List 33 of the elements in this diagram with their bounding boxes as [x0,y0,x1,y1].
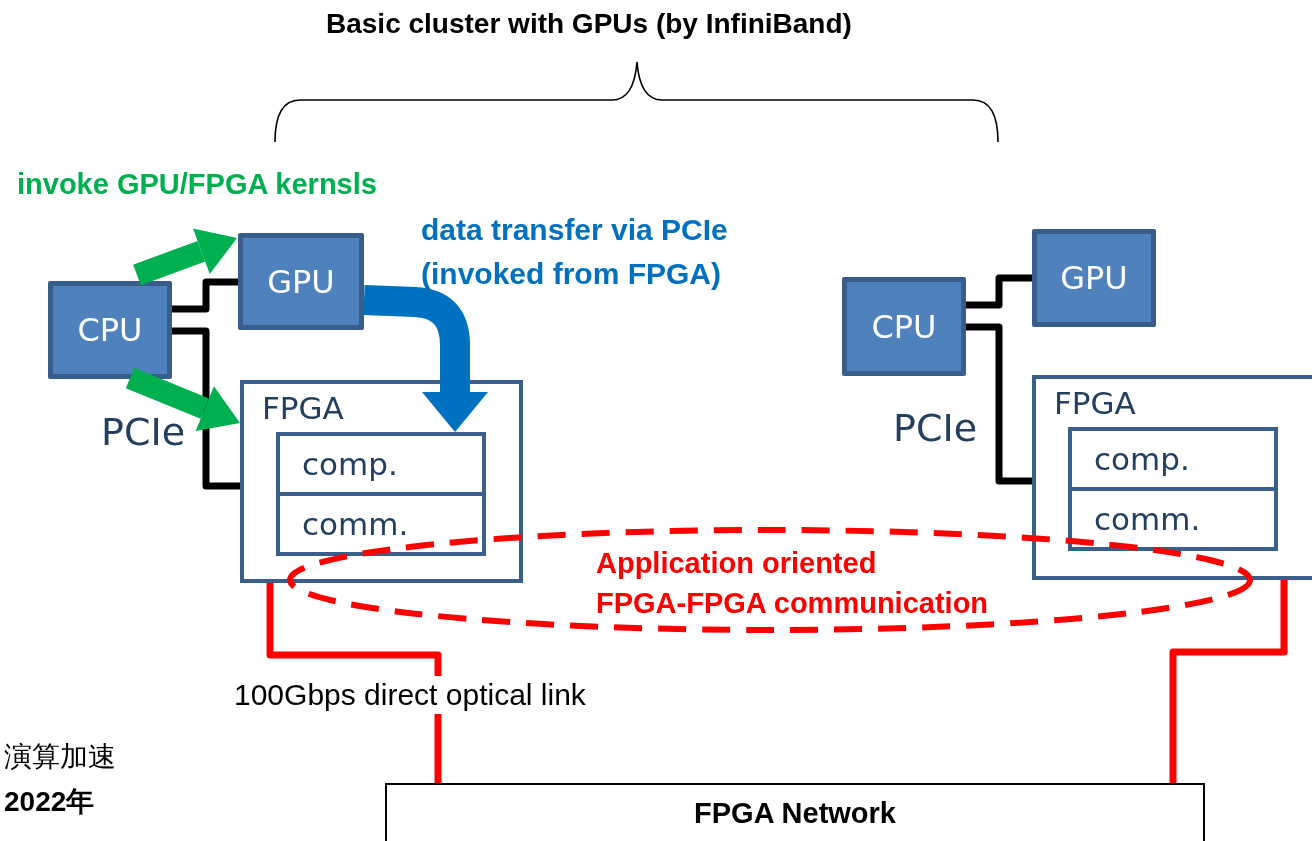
edge-label: data transfer via PCIe (invoked from FPGA) [421,212,729,292]
box-label: FPGA Network [694,797,896,831]
annotation-text: Application oriented FPGA-FPGA communication [596,546,990,621]
note-text: 2022年 [4,785,95,819]
box-label: GPU [1060,259,1128,297]
arrow [133,228,238,286]
note-text: 演算加速 [4,740,116,774]
connector-line [172,327,240,490]
arrow [125,367,240,431]
box-label: CPU [77,311,143,349]
annotation-text: invoke GPU/FPGA kernsls [17,168,377,201]
bus-label: PCIe [101,410,186,454]
box-label: comm. [1093,501,1201,537]
connector-line [172,278,238,313]
connector-line [966,323,1032,485]
processor-box [842,277,966,376]
box-label: comm. [301,506,409,542]
fpga-board-box [240,380,523,583]
fpga-board-box [1032,375,1312,580]
connector-line [966,274,1032,309]
box-label: comp. [1093,441,1190,477]
processor-box [1032,229,1156,327]
bus-label: PCIe [893,406,978,450]
title: Basic cluster with GPUs (by InfiniBand) [326,8,852,40]
processor-box [48,281,172,379]
connector-line [1169,580,1288,783]
box-label: FPGA [1054,385,1136,421]
box-label: GPU [267,262,335,301]
connector-line [266,583,442,783]
box-label: comp. [301,446,398,482]
box-label: CPU [871,307,937,346]
box-label: FPGA [262,390,344,426]
processor-box [238,233,364,330]
